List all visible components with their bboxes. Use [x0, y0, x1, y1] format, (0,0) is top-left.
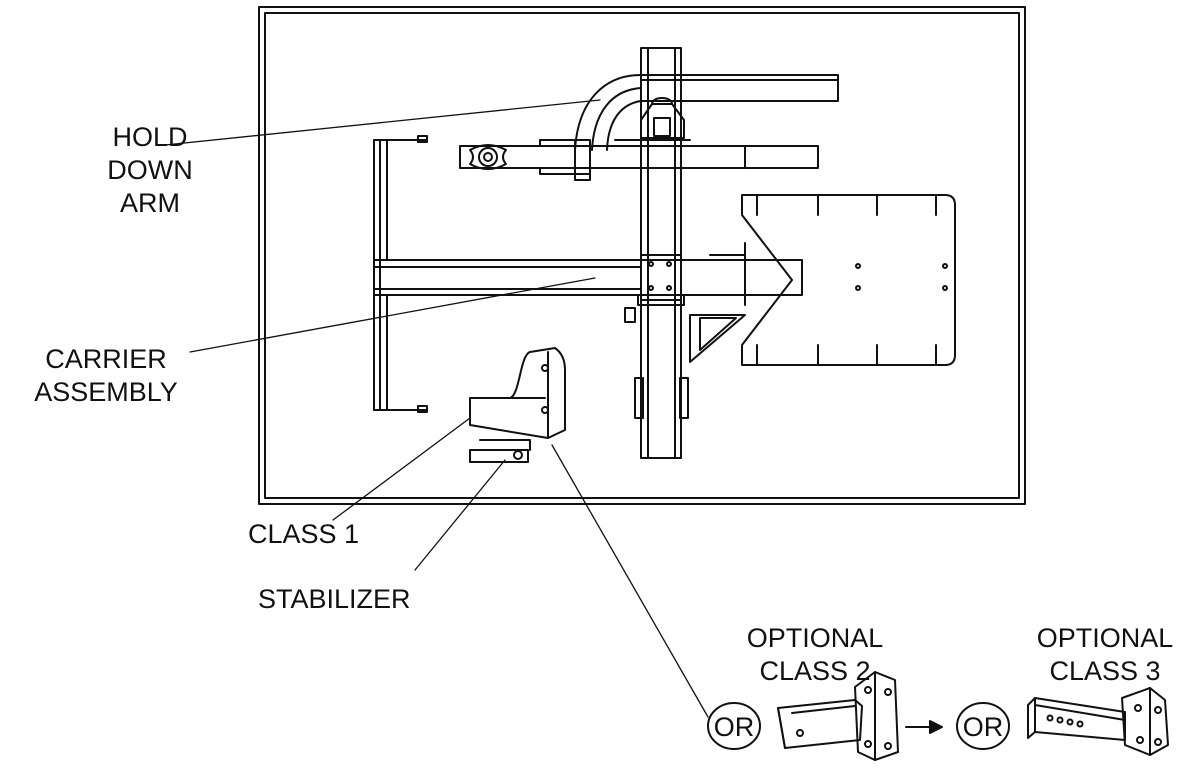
- or-label-2: OR: [963, 712, 1004, 742]
- label-line: DOWN: [107, 155, 193, 185]
- label-stabilizer: STABILIZER: [258, 584, 411, 614]
- or-circle-2: [956, 702, 1010, 750]
- label-line: CLASS 3: [1049, 656, 1161, 686]
- label-optional-class-2: OPTIONAL CLASS 2: [735, 622, 895, 688]
- or-circle-1: [707, 702, 761, 750]
- label-line: CLASS 2: [759, 656, 871, 686]
- left-rack: [373, 135, 428, 413]
- or-label-1: OR: [714, 712, 755, 742]
- vertical-post: [634, 47, 689, 459]
- stabilizer: [469, 439, 531, 463]
- label-line: CARRIER: [45, 344, 167, 374]
- hold-down-arm: [459, 74, 839, 181]
- label-line: HOLD: [112, 122, 188, 152]
- leader-lines: [164, 99, 709, 718]
- label-hold-down-arm: HOLD DOWN ARM: [95, 121, 205, 220]
- carrier-beam: [373, 242, 803, 323]
- class-1-hitch: [469, 347, 566, 439]
- label-optional-class-3: OPTIONAL CLASS 3: [1025, 622, 1185, 688]
- label-line: ARM: [120, 188, 180, 218]
- mount-plate: [689, 194, 956, 366]
- label-carrier-assembly: CARRIER ASSEMBLY: [22, 343, 190, 409]
- arrow-icon: [905, 720, 943, 734]
- star-knob: [469, 144, 507, 170]
- label-line: ASSEMBLY: [34, 377, 178, 407]
- diagram-frame: [258, 6, 1026, 505]
- label-line: OPTIONAL: [746, 623, 884, 653]
- class-2-hitch: [777, 671, 899, 761]
- label-line: OPTIONAL: [1036, 623, 1174, 653]
- label-class-1: CLASS 1: [248, 519, 360, 549]
- class-3-hitch: [1027, 687, 1169, 756]
